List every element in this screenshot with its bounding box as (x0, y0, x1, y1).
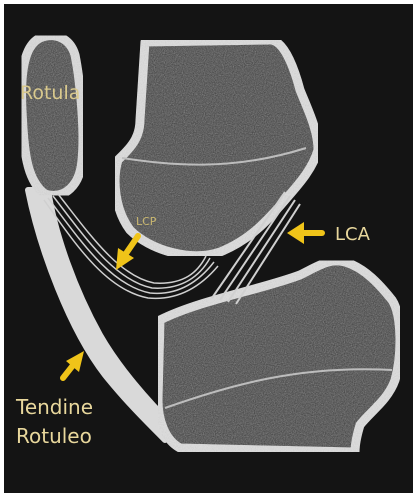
rotula-label: Rotula (20, 84, 80, 103)
lcp-label: LCP (136, 216, 156, 227)
arrow-icon-lcp (116, 236, 138, 270)
tibia-bone (158, 261, 400, 452)
arrow-icon-tendine (63, 351, 84, 378)
tendine-rotuleo-label: Tendine Rotuleo (16, 393, 93, 451)
patella-bone (22, 36, 83, 196)
lca-label: LCA (335, 226, 370, 244)
tendine-label-line1: Tendine (16, 393, 93, 422)
arrow-icon-lca (287, 222, 322, 244)
tendine-label-line2: Rotuleo (16, 422, 93, 451)
